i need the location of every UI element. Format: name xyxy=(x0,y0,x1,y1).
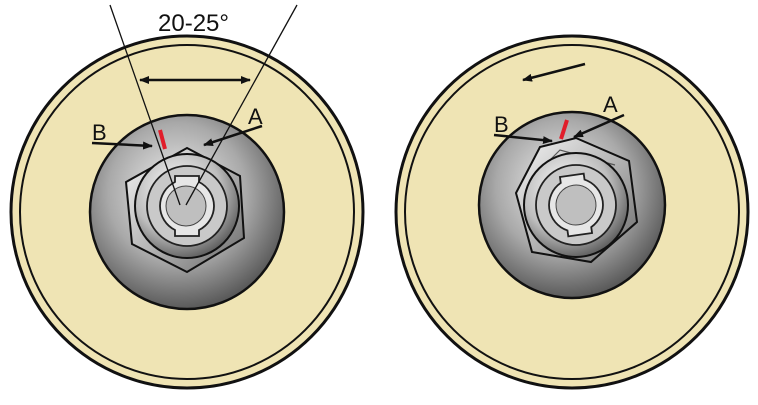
left-view: B A 20-25° xyxy=(9,4,365,390)
left-label-a: A xyxy=(248,104,263,129)
right-arrow-a xyxy=(573,113,625,139)
right-timing-mark xyxy=(559,119,569,140)
right-view: B A xyxy=(394,34,750,390)
left-angle-line-left xyxy=(109,4,181,206)
left-bore-center xyxy=(165,185,207,227)
left-label-b: B xyxy=(92,120,107,145)
left-arrow-a xyxy=(203,124,263,147)
right-label-a: A xyxy=(603,92,618,117)
left-arrow-b xyxy=(91,141,153,150)
right-rotation-arrow xyxy=(522,62,586,82)
left-timing-mark xyxy=(158,129,167,150)
angle-label: 20-25° xyxy=(158,10,229,37)
right-bore-center xyxy=(555,184,597,226)
left-angle-line-right xyxy=(185,4,298,206)
right-disc-inner-rim xyxy=(404,44,740,380)
right-arrow-b xyxy=(493,133,553,145)
right-label-b: B xyxy=(494,112,509,137)
left-disc-inner-rim xyxy=(19,44,355,380)
